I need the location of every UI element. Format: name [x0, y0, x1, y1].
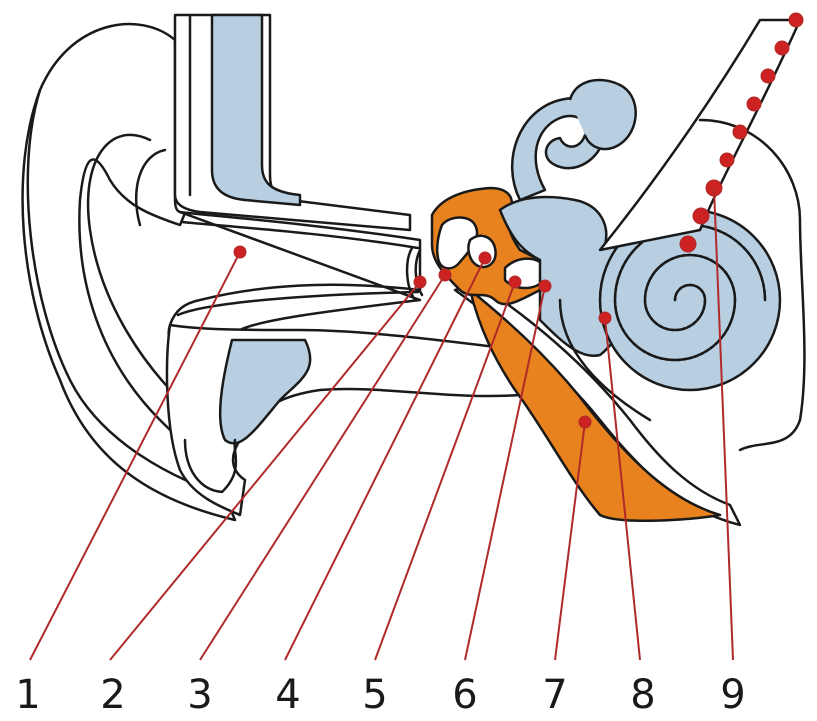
- nerve-dot: [747, 97, 761, 111]
- label-9: 9: [720, 672, 745, 718]
- marker-4: [479, 252, 491, 264]
- label-7: 7: [542, 672, 567, 718]
- label-4: 4: [275, 672, 300, 718]
- marker-8: [599, 312, 611, 324]
- marker-2: [414, 276, 426, 288]
- upper-canal: [175, 15, 410, 230]
- marker-3: [439, 269, 451, 281]
- marker-7: [579, 416, 591, 428]
- leader-line-4: [285, 258, 485, 660]
- label-3: 3: [187, 672, 212, 718]
- nerve-dot: [733, 125, 747, 139]
- lower-passage: [167, 325, 520, 515]
- label-8: 8: [630, 672, 655, 718]
- nerve-dot: [789, 13, 803, 27]
- label-1: 1: [15, 672, 40, 718]
- label-6: 6: [452, 672, 477, 718]
- nerve-dot: [775, 41, 789, 55]
- label-2: 2: [100, 672, 125, 718]
- number-labels: 1 2 3 4 5 6 7 8 9: [15, 672, 745, 718]
- nerve-dot: [693, 208, 709, 224]
- upper-fluid-channel: [212, 15, 300, 205]
- marker-6: [539, 280, 551, 292]
- marker-5: [509, 276, 521, 288]
- marker-1: [234, 246, 246, 258]
- nerve-dot: [720, 153, 734, 167]
- label-5: 5: [362, 672, 387, 718]
- nerve-dot: [761, 69, 775, 83]
- nerve-dot: [680, 236, 696, 252]
